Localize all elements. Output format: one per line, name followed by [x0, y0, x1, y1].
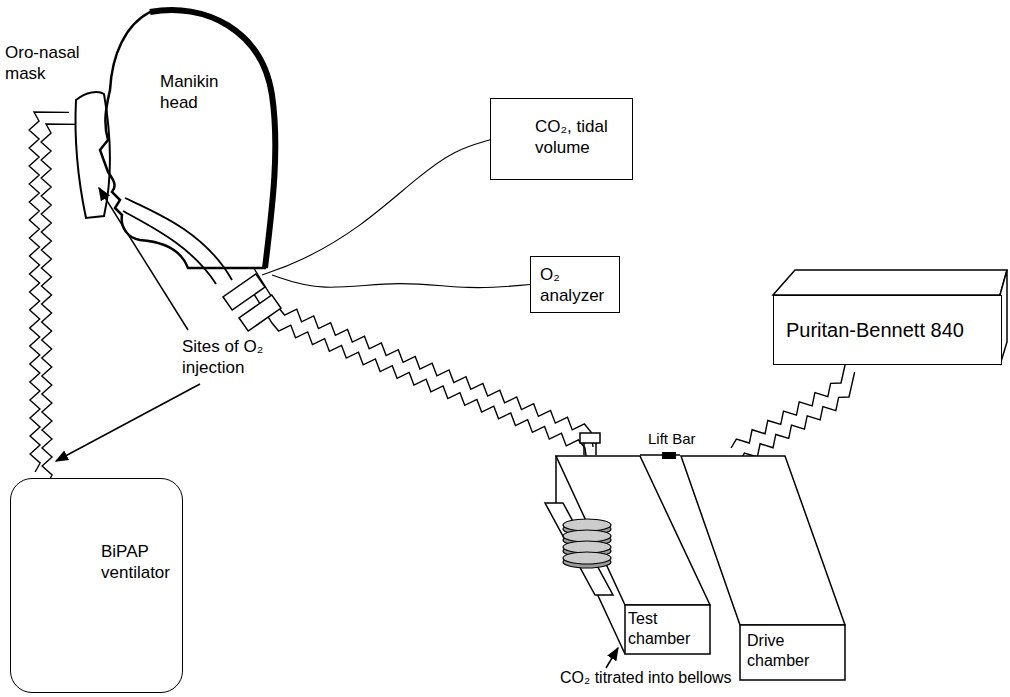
- chamber-side: [556, 456, 625, 654]
- node-label: Test chamber: [628, 609, 708, 649]
- leader-arrow: [99, 188, 188, 330]
- analyzer-box: O₂ analyzer: [530, 256, 620, 313]
- sensor-cable: [272, 275, 530, 288]
- node-label: Puritan-Bennett 840: [786, 318, 996, 343]
- sensor-cable: [262, 140, 490, 275]
- callout-label: Sites of O₂ injection: [182, 336, 286, 379]
- weight-plate: [545, 503, 613, 595]
- node-label: O₂ analyzer: [540, 264, 614, 307]
- weight-disc: [563, 519, 611, 531]
- monitor-box: CO₂, tidal volume: [490, 98, 633, 180]
- node-label: Drive chamber: [747, 631, 842, 671]
- breathing-hose: [29, 112, 81, 484]
- manikin-head: Manikin head: [75, 5, 280, 275]
- manikin-head-outline: [75, 5, 280, 275]
- drive-chamber: Drive chamber: [680, 455, 850, 682]
- head-outline: [100, 10, 275, 268]
- weight-disc: [563, 541, 611, 553]
- callout-label: Oro-nasal mask: [5, 42, 91, 85]
- chamber-front: [625, 605, 710, 654]
- part-label: Lift Bar: [648, 430, 696, 449]
- lift-bar: [662, 452, 676, 459]
- breathing-hose: [731, 358, 855, 462]
- node-label: Manikin head: [160, 71, 250, 114]
- bipap-ventilator: BiPAP ventilator: [10, 478, 183, 693]
- chamber-top: [681, 456, 845, 625]
- leader-arrow: [56, 384, 200, 461]
- node-label: BiPAP ventilator: [101, 541, 177, 584]
- sensor-adapter: [239, 295, 281, 331]
- weight-disc: [563, 530, 611, 542]
- leader-arrow: [606, 648, 618, 668]
- ventilator-top-face: [773, 270, 1007, 295]
- ventilator-box: Puritan-Bennett 840: [773, 295, 1002, 365]
- head-outline: [150, 10, 275, 268]
- callout-label: CO₂ titrated into bellows: [560, 668, 732, 688]
- t-connector: [580, 433, 600, 455]
- weight-disc: [563, 552, 611, 564]
- chamber-top: [556, 456, 710, 605]
- node-label: CO₂, tidal volume: [535, 116, 627, 159]
- chamber-front: [740, 625, 845, 680]
